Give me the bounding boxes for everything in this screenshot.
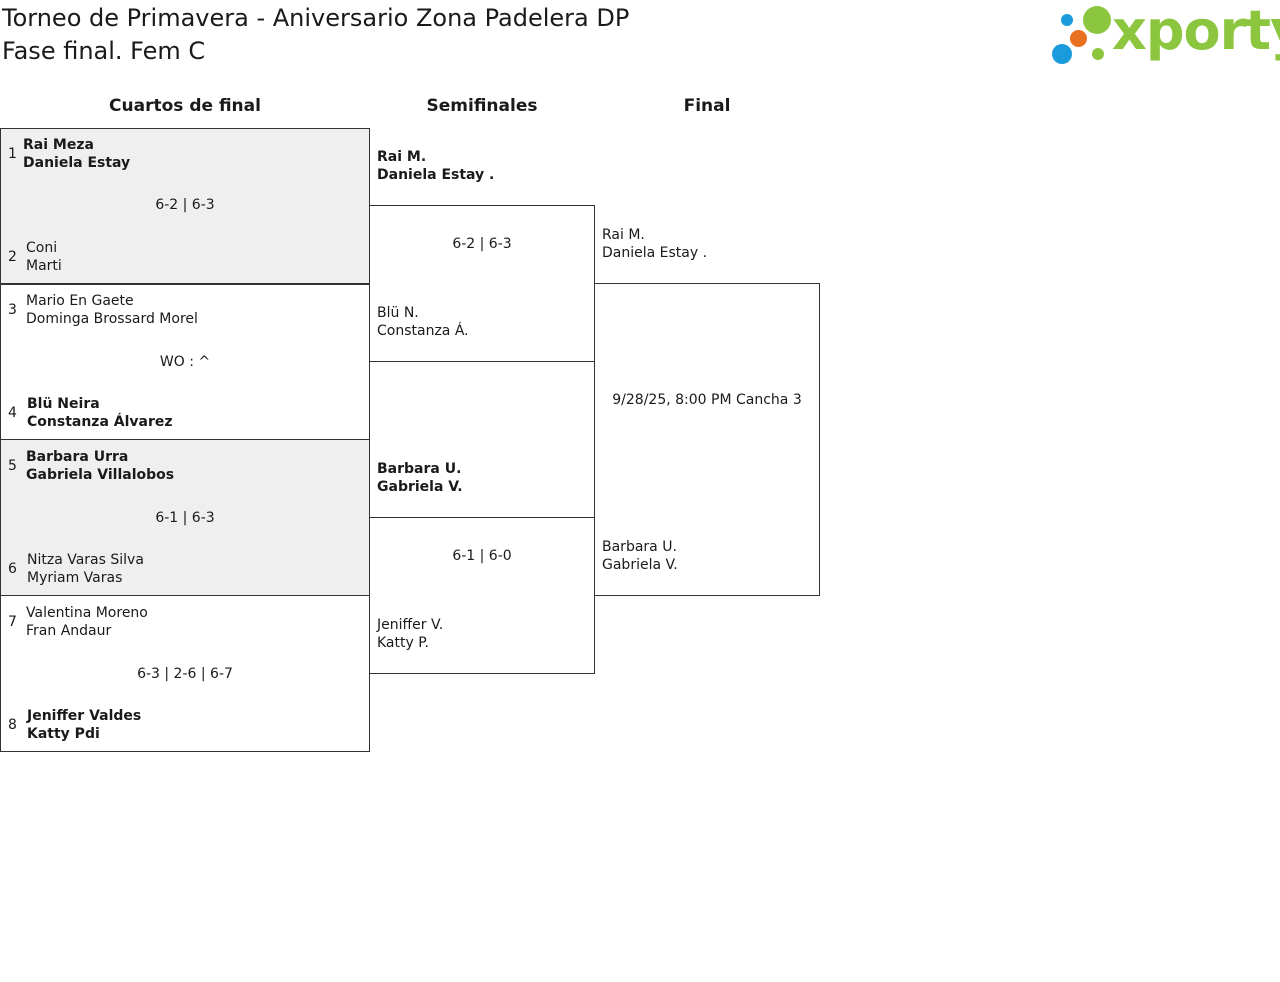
semifinal-2-team-top: Barbara U. Gabriela V.	[377, 460, 463, 496]
player-name: Blü Neira	[27, 396, 100, 412]
match-score: 6-3 | 2-6 | 6-7	[137, 666, 233, 682]
seed-number: 3	[8, 302, 17, 318]
player-name: Gabriela V.	[377, 479, 463, 495]
quarterfinal-match-4[interactable]: 7 Valentina Moreno Fran Andaur 6-3 | 2-6…	[0, 595, 370, 752]
player-name: Gabriela Villalobos	[26, 467, 175, 483]
seed-number: 1	[8, 146, 17, 162]
seed-number: 6	[8, 561, 17, 577]
seed-number: 7	[8, 614, 17, 630]
player-name: Rai M.	[602, 227, 645, 243]
player-name: Rai Meza	[23, 137, 94, 153]
player-name: Fran Andaur	[26, 623, 112, 639]
player-name: Barbara U.	[377, 461, 462, 477]
tournament-title: Torneo de Primavera - Aniversario Zona P…	[2, 4, 630, 32]
player-name: Daniela Estay	[23, 155, 131, 171]
quarterfinal-match-2[interactable]: 3 Mario En Gaete Dominga Brossard Morel …	[0, 283, 370, 440]
player-name: Rai M.	[377, 149, 427, 165]
final-match[interactable]: 9/28/25, 8:00 PM Cancha 3 Barbara U. Gab…	[594, 283, 820, 596]
quarterfinal-match-1[interactable]: 1 Rai Meza Daniela Estay 6-2 | 6-3 2 Con…	[0, 128, 370, 285]
logo-dot-orange	[1070, 30, 1087, 47]
logo-dot-blue-small	[1061, 14, 1073, 26]
match-score: 6-1 | 6-0	[452, 548, 512, 564]
team-bottom: Jeniffer V. Katty P.	[377, 616, 443, 652]
semifinal-match-2[interactable]: 6-1 | 6-0 Jeniffer V. Katty P.	[369, 517, 595, 674]
final-team-top: Rai M. Daniela Estay .	[602, 226, 707, 262]
round-header-final: Final	[683, 96, 731, 116]
match-score: 6-2 | 6-3	[452, 236, 512, 252]
seed-number: 5	[8, 458, 17, 474]
logo-dot-green-small	[1092, 48, 1104, 60]
player-name: Dominga Brossard Morel	[26, 311, 198, 327]
player-name: Barbara U.	[602, 539, 677, 555]
seed-number: 4	[8, 405, 17, 421]
match-score: 6-1 | 6-3	[155, 510, 215, 526]
player-name: Constanza Álvarez	[27, 414, 173, 430]
player-name: Mario En Gaete	[26, 293, 134, 309]
player-name: Daniela Estay .	[602, 245, 708, 261]
player-name: Coni	[26, 240, 58, 256]
player-name: Nitza Varas Silva	[27, 552, 144, 568]
team-top: Valentina Moreno Fran Andaur	[26, 604, 148, 640]
player-name: Valentina Moreno	[26, 605, 148, 621]
team-bottom: Nitza Varas Silva Myriam Varas	[27, 551, 144, 587]
team-top: Mario En Gaete Dominga Brossard Morel	[26, 292, 198, 328]
xporty-logo: xporty	[1050, 0, 1280, 70]
quarterfinal-match-3[interactable]: 5 Barbara Urra Gabriela Villalobos 6-1 |…	[0, 439, 370, 596]
team-bottom: Barbara U. Gabriela V.	[602, 538, 678, 574]
player-name: Myriam Varas	[27, 570, 123, 586]
player-name: Daniela Estay .	[377, 167, 495, 183]
team-top: Rai Meza Daniela Estay	[23, 136, 130, 172]
player-name: Jeniffer V.	[377, 617, 444, 633]
logo-dot-blue	[1052, 44, 1072, 64]
seed-number: 8	[8, 717, 17, 733]
player-name: Constanza Á.	[377, 323, 469, 339]
semifinal-match-1[interactable]: 6-2 | 6-3 Blü N. Constanza Á.	[369, 205, 595, 362]
team-bottom: Blü Neira Constanza Álvarez	[27, 395, 173, 431]
logo-dot-green	[1083, 6, 1111, 34]
round-header-quarterfinals: Cuartos de final	[109, 96, 261, 116]
seed-number: 2	[8, 249, 17, 265]
player-name: Gabriela V.	[602, 557, 678, 573]
player-name: Katty Pdi	[27, 726, 100, 742]
semifinal-1-team-top: Rai M. Daniela Estay .	[377, 148, 494, 184]
team-bottom: Blü N. Constanza Á.	[377, 304, 469, 340]
round-header-semifinals: Semifinales	[426, 96, 538, 116]
player-name: Marti	[26, 258, 62, 274]
match-score: WO : ^	[159, 354, 211, 370]
player-name: Blü N.	[377, 305, 419, 321]
match-score: 6-2 | 6-3	[155, 197, 215, 213]
player-name: Katty P.	[377, 635, 429, 651]
player-name: Barbara Urra	[26, 449, 129, 465]
team-bottom: Jeniffer Valdes Katty Pdi	[27, 707, 141, 743]
phase-subtitle: Fase final. Fem C	[2, 37, 206, 65]
match-schedule: 9/28/25, 8:00 PM Cancha 3	[612, 392, 802, 408]
team-bottom: Coni Marti	[26, 239, 62, 275]
team-top: Barbara Urra Gabriela Villalobos	[26, 448, 174, 484]
player-name: Jeniffer Valdes	[27, 708, 142, 724]
logo-text: xporty	[1112, 0, 1280, 62]
